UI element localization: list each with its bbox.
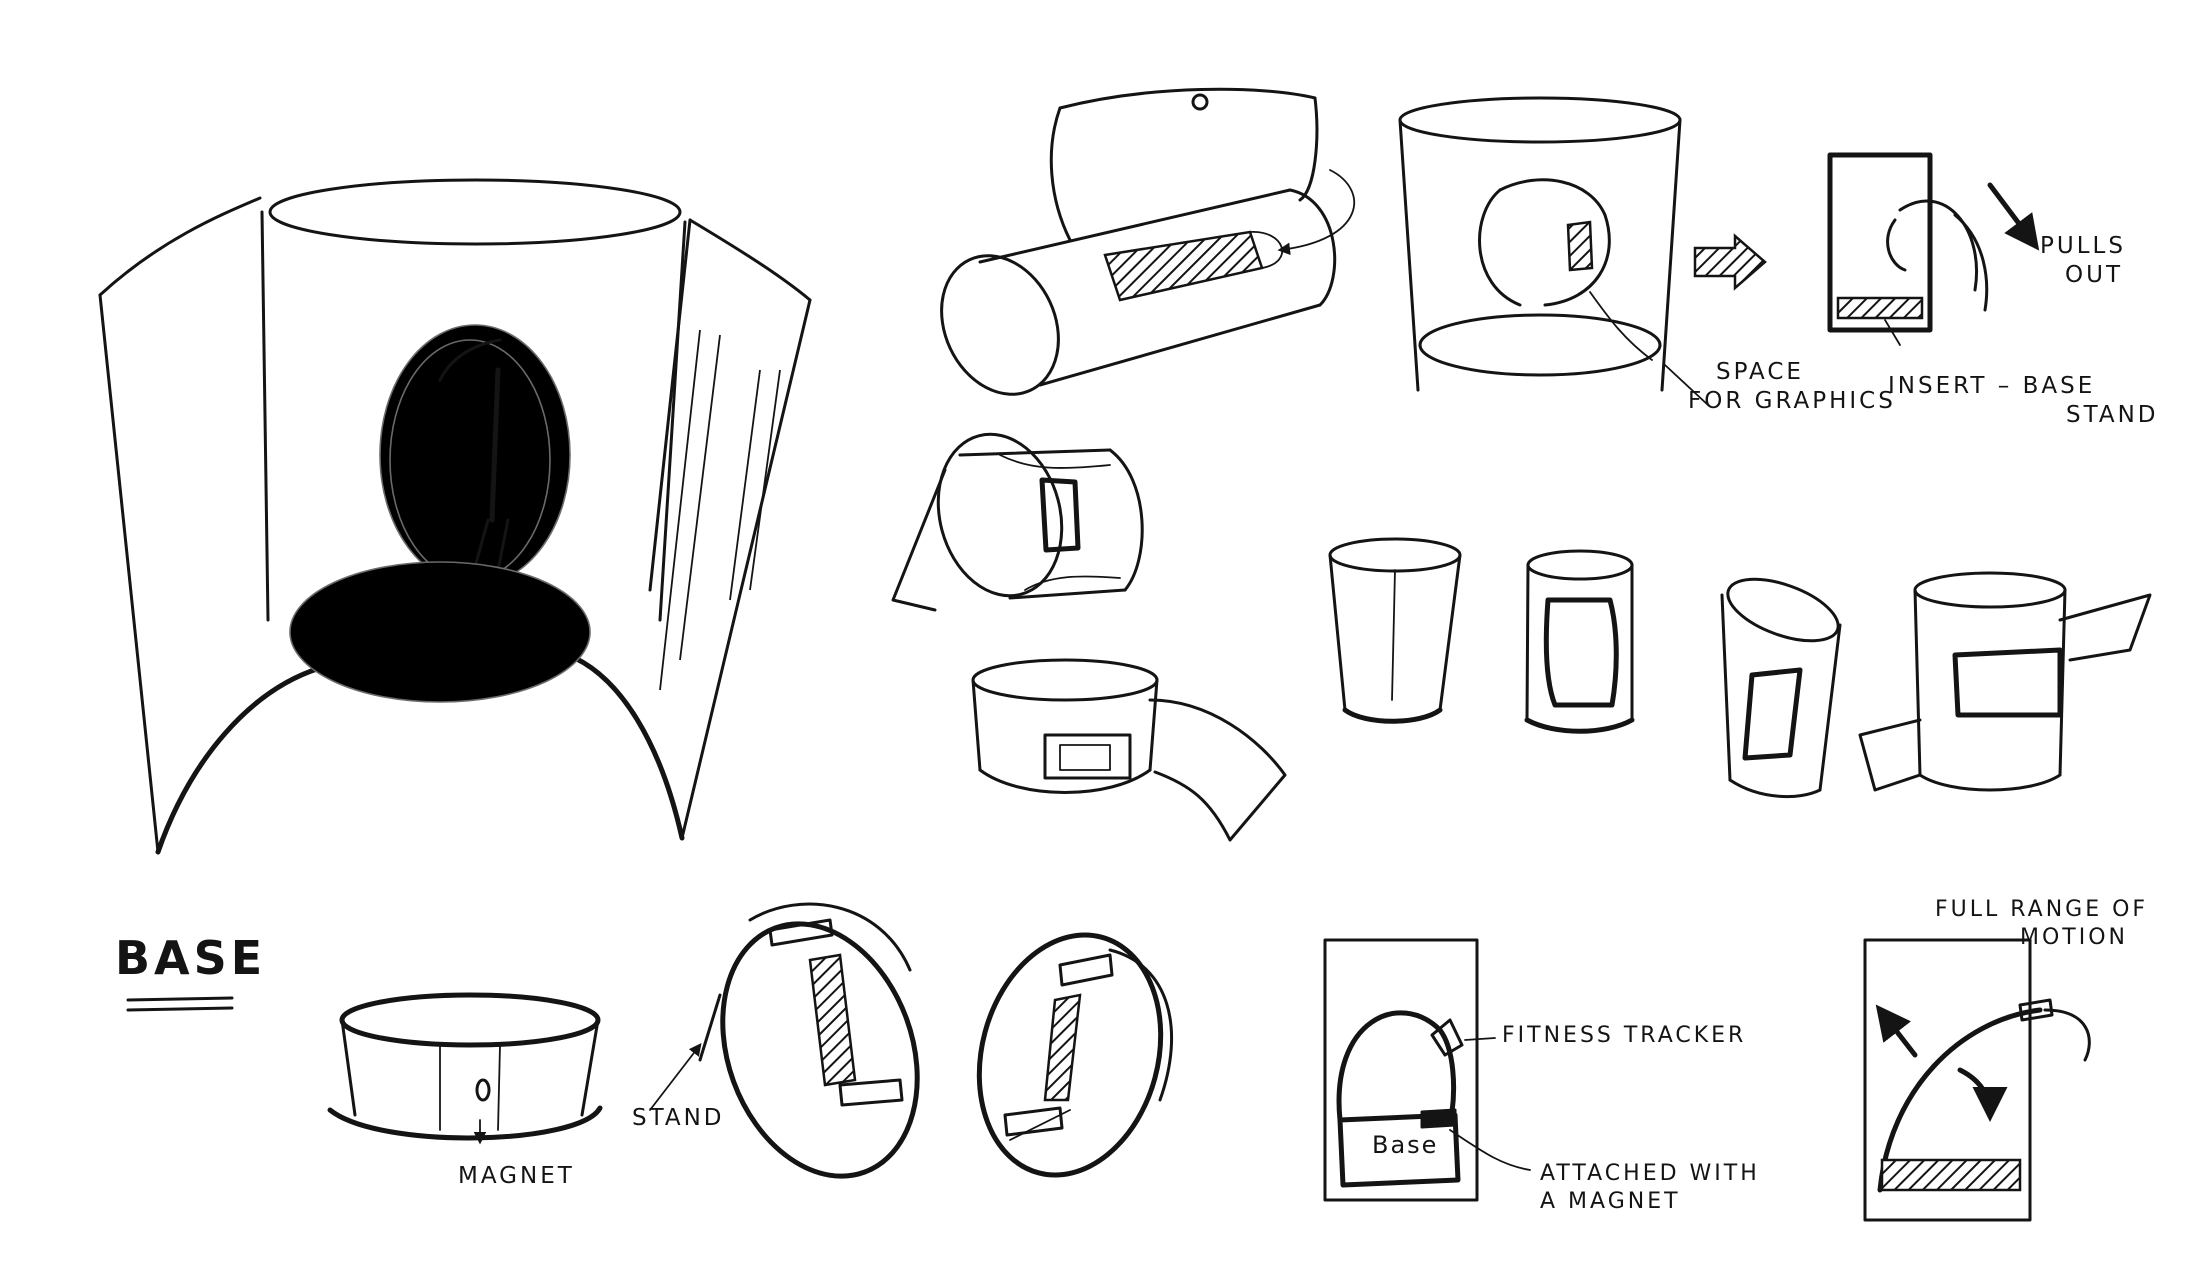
full-range-motion-label: FULL RANGE OF MOTION (1935, 896, 2148, 951)
full-range-line1: FULL RANGE OF (1935, 897, 2149, 922)
space-for-graphics-label: SPACE FOR GRAPHICS (1688, 358, 1896, 416)
insert-base-stand-line2: STAND (2066, 401, 2159, 428)
tilted-band-sketch (891, 432, 1144, 612)
insert-base-stand-sketch (1827, 152, 2040, 346)
stand-label: STAND (632, 1105, 725, 1131)
space-for-graphics-line2: FOR GRAPHICS (1688, 387, 1896, 414)
insert-base-stand-label: INSERT – BASE STAND (1888, 372, 2159, 430)
pulls-out-line1: PULLS (2040, 233, 2126, 259)
magnet-label: MAGNET (458, 1163, 575, 1189)
pulls-out-line2: OUT (2065, 261, 2123, 288)
large-display-sketch (98, 178, 812, 855)
cup-variations (1328, 537, 2152, 799)
base-section-sketches (126, 902, 1173, 1179)
full-range-motion-sketch (1863, 938, 2091, 1222)
pulls-out-label: PULLS OUT (2040, 232, 2126, 290)
space-for-graphics-line1: SPACE (1716, 359, 1804, 385)
base-inside-label: Base (1372, 1131, 1439, 1159)
process-arrow (1693, 233, 1767, 291)
attached-with-magnet-label: ATTACHED WITH A MAGNET (1540, 1160, 1760, 1215)
tracker-on-base-sketch (1323, 938, 1531, 1202)
low-dish-sketch (971, 658, 1287, 842)
attached-with-line2: A MAGNET (1540, 1188, 1681, 1214)
insert-base-stand-line1: INSERT – BASE (1888, 373, 2096, 399)
full-range-line2: MOTION (2020, 924, 2128, 950)
tube-case-sketch (940, 87, 1355, 396)
attached-with-line1: ATTACHED WITH (1540, 1161, 1760, 1186)
fitness-tracker-label: FITNESS TRACKER (1502, 1023, 1747, 1048)
base-heading: BASE (115, 931, 267, 985)
cup-tracker-sketch (1398, 96, 1709, 406)
